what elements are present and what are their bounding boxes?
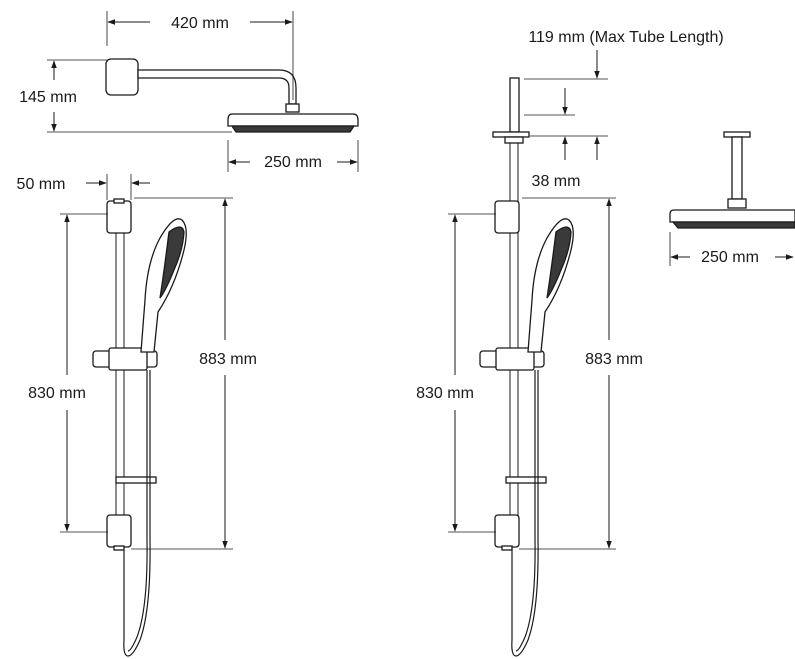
hose-guide-ceiling <box>505 476 547 484</box>
shower-hose-ceiling <box>511 370 539 657</box>
head-nozzle-face <box>230 125 356 133</box>
shower-hose <box>123 370 151 657</box>
wall-flange <box>105 58 139 96</box>
dimension-bracket-span-ceiling: 830 mm <box>416 213 496 533</box>
dimension-bracket-span-wall: 830 mm <box>28 213 108 533</box>
dimension-head-diameter-ceiling: 250 mm <box>669 232 794 266</box>
label-flange-depth: 38 mm <box>532 173 581 190</box>
ceiling-drop-tube <box>731 136 743 200</box>
hand-shower-face <box>159 226 185 299</box>
ceiling-head-nozzle-face <box>671 221 795 229</box>
dimension-overall-height-ceiling: 883 mm <box>519 197 643 550</box>
label-arm-length: 420 mm <box>171 15 229 32</box>
label-overall-height-ceiling: 883 mm <box>585 351 643 368</box>
bottom-bracket-cap <box>113 545 125 551</box>
label-arm-height: 145 mm <box>19 89 77 106</box>
dimension-head-diameter-wall: 250 mm <box>227 140 359 172</box>
slider-holder-ceiling <box>495 347 535 371</box>
top-rail-bracket <box>106 200 132 234</box>
label-overall-height-wall: 883 mm <box>199 351 257 368</box>
label-bracket-width: 50 mm <box>17 176 66 193</box>
ceiling-arm-shower-head <box>669 131 795 229</box>
bottom-bracket-cap-ceiling <box>501 545 513 551</box>
ceiling-head-flange <box>723 131 751 138</box>
dimension-arm-height: 145 mm <box>19 59 232 133</box>
overhead-shower-head <box>227 113 359 127</box>
top-bracket-cap <box>113 198 125 204</box>
ceiling-head-connector <box>727 198 747 209</box>
label-max-tube-length: 119 mm (Max Tube Length) <box>528 29 723 46</box>
dimension-max-tube-length <box>524 50 608 116</box>
dimension-flange-depth: 38 mm <box>530 135 608 190</box>
dimension-bracket-width: 50 mm <box>17 174 150 200</box>
rail-kit-ceiling <box>479 143 574 657</box>
hand-shower-face-ceiling <box>546 226 572 299</box>
label-bracket-span-wall: 830 mm <box>28 385 86 402</box>
dimension-overall-height-wall: 883 mm <box>131 197 257 550</box>
shower-arm <box>137 69 297 105</box>
arm-connector <box>285 103 300 113</box>
riser-tube <box>509 77 520 133</box>
top-rail-bracket-ceiling <box>494 200 520 234</box>
ceiling-shower-head <box>669 209 795 223</box>
label-head-diameter-wall: 250 mm <box>264 154 322 171</box>
dimension-arm-length: 420 mm <box>106 11 294 100</box>
bottom-rail-bracket <box>106 514 132 548</box>
ceiling-riser-tube <box>492 77 530 144</box>
wall-arm-shower-head <box>105 58 359 133</box>
slider-holder <box>108 347 148 371</box>
tube-connector <box>504 136 524 144</box>
ceiling-flange <box>492 131 530 138</box>
label-head-diameter-ceiling: 250 mm <box>701 249 759 266</box>
rail-kit-wall <box>92 198 187 657</box>
label-bracket-span-ceiling: 830 mm <box>416 385 474 402</box>
hose-guide <box>115 476 157 484</box>
bottom-rail-bracket-ceiling <box>494 514 520 548</box>
